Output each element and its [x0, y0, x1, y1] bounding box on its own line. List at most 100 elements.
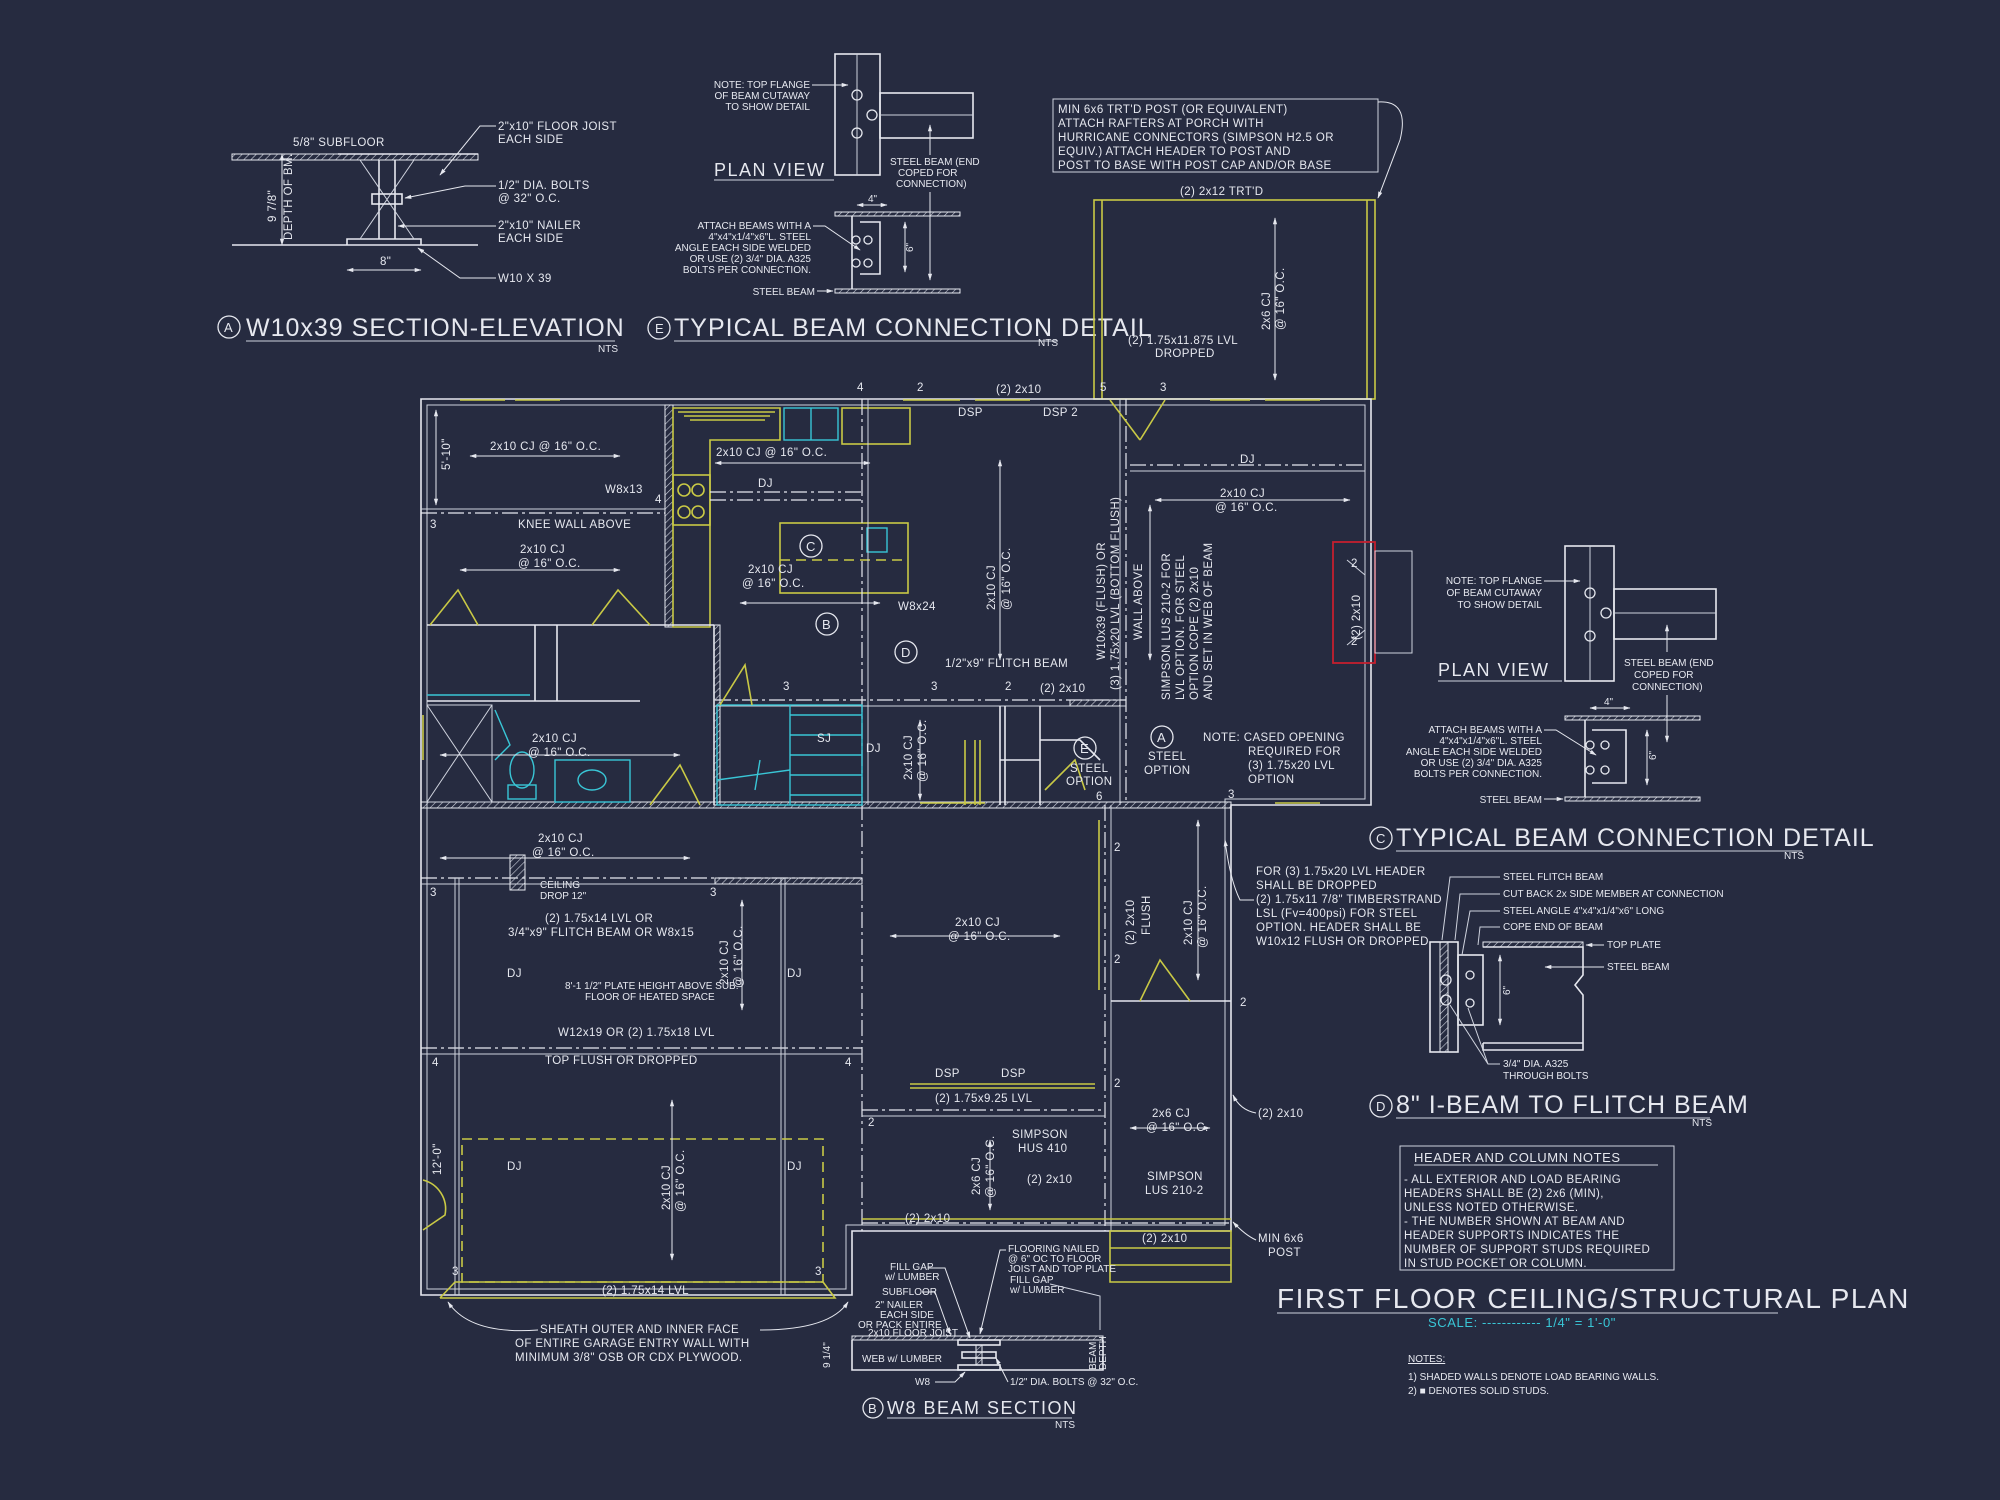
note-line: NUMBER OF SUPPORT STUDS REQUIRED	[1404, 1244, 1650, 1256]
notes-heading: HEADER AND COLUMN NOTES	[1414, 1150, 1621, 1165]
depth-dimension: 9 1/4"	[822, 1342, 833, 1368]
detail-title: W8 BEAM SECTION	[887, 1398, 1078, 1418]
dj-label: DJ	[758, 478, 773, 490]
joist-label: 2x10 CJ	[903, 735, 915, 780]
detail-e-beam-connection: NOTE: TOP FLANGE OF BEAM CUTAWAY TO SHOW…	[647, 53, 1152, 349]
flange-note: TO SHOW DETAIL	[725, 102, 810, 113]
joist-spacing-label: @ 16" O.C.	[1146, 1122, 1209, 1134]
steel-beam-end-label: STEEL BEAM (END	[1624, 658, 1714, 669]
joist-spacing-label: @ 16" O.C.	[1275, 267, 1287, 330]
porch-post-note: MIN 6x6 TRT'D POST (OR EQUIVALENT) ATTAC…	[1052, 98, 1403, 199]
dj-label: DJ	[507, 1161, 522, 1173]
joist-spacing-label: @ 16" O.C.	[1197, 885, 1209, 948]
plate-height-note: FLOOR OF HEATED SPACE	[585, 992, 715, 1003]
dsp-label: DSP	[935, 1068, 960, 1080]
beam-label: W12x19 OR (2) 1.75x18 LVL	[558, 1027, 715, 1039]
joist-label: 2x10 CJ	[955, 917, 1000, 929]
flooring-note: @ 6" OC TO FLOOR	[1008, 1254, 1101, 1265]
beam-label: (2) 1.75x9.25 LVL	[935, 1093, 1033, 1105]
section-marker-d: D	[901, 645, 911, 660]
simpson-note: OPTION COPE (2) 2x10	[1189, 567, 1201, 700]
note-line: EQUIV.) ATTACH HEADER TO POST AND	[1058, 146, 1291, 158]
note-line: HEADERS SHALL BE (2) 2x6 (MIN),	[1404, 1188, 1604, 1200]
subfloor-label: 5/8" SUBFLOOR	[293, 137, 385, 149]
detail-marker: D	[1376, 1099, 1386, 1114]
fill-gap-label: w/ LUMBER	[884, 1272, 939, 1283]
joist-label: 2x10 CJ	[1220, 488, 1265, 500]
steel-beam-label: STEEL BEAM	[1480, 795, 1542, 806]
beam-label: 3/4"x9" FLITCH BEAM OR W8x15	[508, 927, 694, 939]
stud-count: 2	[1114, 1078, 1121, 1090]
plan-view-label: PLAN VIEW	[714, 160, 826, 180]
floor-plan: C B D E A 2x10 CJ @ 16" O.C. 5'-10" W8x1…	[420, 186, 1442, 1364]
header-note: OPTION. HEADER SHALL BE	[1256, 922, 1421, 934]
header-label: (2) 2x10	[1351, 595, 1363, 640]
stud-count: 4	[655, 494, 662, 506]
nailer-label: OR PACK ENTIRE	[858, 1320, 942, 1331]
header-label: FLUSH	[1141, 895, 1153, 935]
subfloor-label: SUBFLOOR	[882, 1287, 937, 1298]
stud-count: 3	[710, 887, 717, 899]
note-line: ATTACH RAFTERS AT PORCH WITH	[1058, 118, 1264, 130]
cased-opening-note: NOTE: CASED OPENING	[1203, 732, 1345, 744]
header-label: (2) 2x10	[1027, 1174, 1072, 1186]
steel-option-label: STEEL	[1148, 751, 1187, 763]
stud-count: 4	[845, 1057, 852, 1069]
header-note: (2) 1.75x11 7/8" TIMBERSTRAND	[1256, 894, 1442, 906]
joist-spacing-label: @ 16" O.C.	[1001, 547, 1013, 610]
stud-count: 5	[1100, 382, 1107, 394]
detail-marker: B	[868, 1401, 877, 1416]
header-label: (2) 2x10	[996, 384, 1041, 396]
dsp-label: DSP	[1001, 1068, 1026, 1080]
cased-opening-note: REQUIRED FOR	[1248, 746, 1341, 758]
stud-count: 2	[1114, 954, 1121, 966]
flange-note: OF BEAM CUTAWAY	[1446, 588, 1542, 599]
note-line: MIN 6x6 TRT'D POST (OR EQUIVALENT)	[1058, 104, 1288, 116]
stud-count: 4	[432, 1057, 439, 1069]
steel-beam-end-label: COPED FOR	[1634, 670, 1693, 681]
steel-option-label: OPTION	[1144, 765, 1191, 777]
joist-spacing-label: @ 16" O.C.	[675, 1149, 687, 1212]
joist-spacing-label: @ 16" O.C.	[742, 578, 805, 590]
joist-label: 2x10 CJ	[748, 564, 793, 576]
fill-gap-label: w/ LUMBER	[1009, 1285, 1064, 1296]
detail-marker: A	[224, 320, 233, 335]
note-line: IN STUD POCKET OR COLUMN.	[1404, 1258, 1587, 1270]
hanger-label: LUS 210-2	[1145, 1185, 1204, 1197]
detail-d-ibeam-to-flitch: 6" STEEL FLITCH BEAM CUT BACK 2x SIDE ME…	[1369, 872, 1748, 1129]
beam-depth-label: BEAM	[1088, 1342, 1099, 1370]
section-marker-c: C	[806, 539, 816, 554]
depth-dimension: 9 7/8"	[267, 190, 279, 222]
simpson-note: AND SET IN WEB OF BEAM	[1203, 543, 1215, 700]
beam-label: W8x24	[898, 601, 936, 613]
plan-view-label: PLAN VIEW	[1438, 660, 1550, 680]
joist-spacing-label: @ 16" O.C.	[518, 558, 581, 570]
bolts-label: 3/4" DIA. A325	[1503, 1059, 1569, 1070]
garage-sheath-note: MINIMUM 3/8" OSB OR CDX PLYWOOD.	[515, 1352, 743, 1364]
steel-beam-label: STEEL BEAM	[753, 287, 815, 298]
detail-title: TYPICAL BEAM CONNECTION DETAIL	[1396, 824, 1875, 852]
flitch-label: STEEL ANGLE 4"x4"x1/4"x6" LONG	[1503, 906, 1664, 917]
section-marker-e: E	[1080, 741, 1089, 756]
post-label: MIN 6x6	[1258, 1233, 1304, 1245]
header-note: FOR (3) 1.75x20 LVL HEADER	[1256, 866, 1426, 878]
stud-count: 3	[1228, 789, 1235, 801]
attach-note: ATTACH BEAMS WITH A	[697, 221, 811, 232]
joist-label: 2x10 CJ	[1183, 900, 1195, 945]
beam-depth-label: DEPTH	[1098, 1336, 1109, 1370]
detail-marker: C	[1376, 831, 1386, 846]
garage-header-label: (2) 1.75x14 LVL	[602, 1285, 689, 1297]
stud-count: 6	[1096, 791, 1103, 803]
joist-label: 2x10 CJ	[532, 733, 577, 745]
beam-label: W10x39 (FLUSH) OR	[1096, 542, 1108, 660]
garage-sheath-note: OF ENTIRE GARAGE ENTRY WALL WITH	[515, 1338, 750, 1350]
stud-count: 3	[452, 1266, 459, 1278]
joist-spacing-label: @ 16" O.C.	[528, 747, 591, 759]
header-note: W10x12 FLUSH OR DROPPED	[1256, 936, 1429, 948]
attach-note: 4"x4"x1/4"x6"L. STEEL	[708, 232, 811, 243]
joist-label: 2x6 CJ	[1152, 1108, 1190, 1120]
steel-option-label: STEEL	[1070, 763, 1109, 775]
nailer-label: EACH SIDE	[498, 233, 564, 245]
stud-count: 2	[1005, 681, 1012, 693]
stud-count: 3	[430, 519, 437, 531]
